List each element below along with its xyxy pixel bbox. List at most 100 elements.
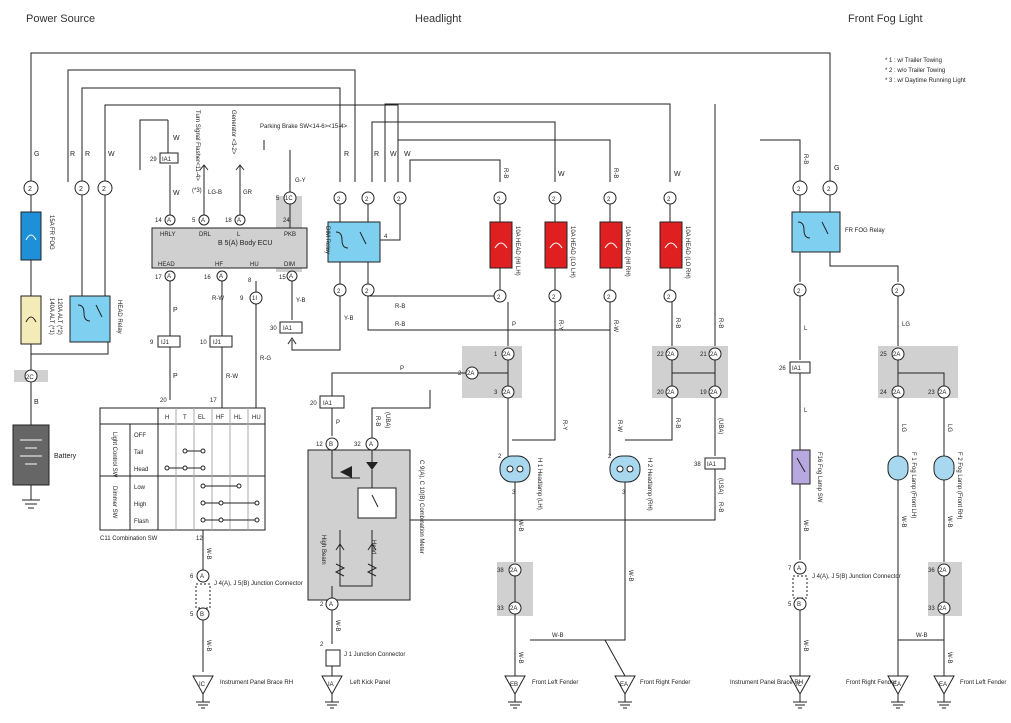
svg-text:A: A [369, 442, 373, 448]
svg-text:W-B: W-B [627, 570, 633, 582]
svg-text:15: 15 [279, 275, 286, 281]
svg-text:R: R [344, 151, 349, 158]
combination-meter: IA1 20 P B 12 A 32 R-B (UBA) C 9(A), C 1… [307, 390, 431, 709]
svg-text:R-B: R-B [374, 416, 380, 426]
svg-text:Instrument Panel Brace RH: Instrument Panel Brace RH [220, 680, 293, 686]
svg-text:HF: HF [215, 262, 223, 268]
svg-text:IA1: IA1 [707, 462, 717, 468]
svg-text:Front Right Fender: Front Right Fender [846, 680, 896, 686]
svg-text:2: 2 [607, 197, 611, 203]
svg-text:1: 1 [494, 352, 498, 358]
svg-text:R-W: R-W [616, 420, 622, 432]
svg-text:2A: 2A [893, 390, 900, 396]
svg-text:HEAD: HEAD [158, 262, 175, 268]
svg-text:L: L [804, 408, 808, 414]
svg-text:36: 36 [928, 568, 935, 574]
svg-text:R-B: R-B [502, 168, 508, 178]
svg-text:5: 5 [276, 196, 280, 202]
svg-text:J 4(A), J 5(B) Junction Connec: J 4(A), J 5(B) Junction Connector [812, 574, 901, 580]
svg-text:17: 17 [155, 275, 162, 281]
svg-text:GR: GR [243, 190, 253, 196]
svg-text:R-B: R-B [612, 168, 618, 178]
svg-text:DIM: DIM [284, 262, 295, 268]
svg-text:R-Y: R-Y [557, 320, 563, 330]
svg-text:W: W [404, 151, 411, 158]
svg-text:10A HEAD (HI LH): 10A HEAD (HI LH) [514, 226, 520, 276]
svg-text:L: L [804, 326, 808, 332]
svg-text:20: 20 [310, 401, 317, 407]
svg-text:IA1: IA1 [323, 401, 333, 407]
svg-text:P: P [173, 307, 178, 314]
svg-text:IA1: IA1 [792, 366, 802, 372]
svg-text:F 1 Fog Lamp (Front LH): F 1 Fog Lamp (Front LH) [910, 452, 916, 518]
svg-text:17: 17 [210, 398, 217, 404]
svg-text:29: 29 [150, 157, 157, 163]
svg-text:W-B: W-B [802, 520, 808, 532]
note-1: * 1 : w/ Trailer Towing [885, 58, 942, 64]
svg-text:EB: EB [510, 682, 518, 688]
svg-text:3: 3 [494, 390, 498, 396]
note-3: * 3 : w/ Daytime Running Light [885, 78, 966, 84]
svg-text:High Beam: High Beam [320, 535, 326, 565]
svg-text:2: 2 [497, 197, 501, 203]
svg-text:2: 2 [797, 289, 801, 295]
dim-relay-block: 2 2 2 R R W W DIM Relay 4 2 2 R-B R-B [324, 151, 610, 350]
svg-text:12: 12 [316, 442, 323, 448]
svg-text:120A ALT (*2): 120A ALT (*2) [56, 298, 62, 335]
svg-text:2A: 2A [503, 390, 510, 396]
svg-text:5: 5 [788, 602, 792, 608]
svg-text:LG: LG [900, 424, 906, 432]
svg-text:20: 20 [657, 390, 664, 396]
svg-text:2A: 2A [467, 371, 474, 377]
svg-text:2A: 2A [667, 352, 674, 358]
svg-text:W: W [558, 171, 565, 178]
section-front-fog-light: Front Fog Light [848, 13, 923, 25]
svg-text:W-B: W-B [946, 652, 952, 664]
svg-text:10: 10 [200, 340, 207, 346]
svg-text:Front Right Fender: Front Right Fender [640, 680, 690, 686]
svg-text:2: 2 [827, 187, 831, 193]
svg-text:W: W [173, 135, 180, 142]
dim-relay-label: DIM Relay [324, 226, 330, 254]
svg-text:2A: 2A [893, 352, 900, 358]
svg-text:2: 2 [895, 289, 899, 295]
svg-text:R-B: R-B [674, 418, 680, 428]
battery-label: Battery [54, 453, 77, 460]
section-power-source: Power Source [26, 13, 95, 25]
svg-text:2: 2 [79, 186, 83, 193]
svg-text:Light Control SW: Light Control SW [111, 432, 117, 478]
svg-text:A: A [797, 566, 801, 572]
alt-fuse [20, 295, 42, 345]
svg-text:LG: LG [946, 424, 952, 432]
svg-text:W-B: W-B [205, 548, 211, 560]
svg-text:2: 2 [397, 197, 401, 203]
svg-text:2: 2 [667, 295, 671, 301]
svg-text:18: 18 [225, 218, 232, 224]
svg-text:R-G: R-G [260, 356, 271, 362]
svg-text:2A: 2A [667, 390, 674, 396]
svg-text:W-B: W-B [552, 633, 564, 639]
dim-relay [327, 221, 381, 263]
svg-text:5: 5 [192, 218, 196, 224]
svg-text:38: 38 [497, 568, 504, 574]
fuse-head-hi-lh: 2 R-B 10A HEAD (HI LH) 2 [489, 168, 520, 303]
svg-text:(*3): (*3) [192, 188, 202, 194]
svg-text:IA1: IA1 [162, 157, 172, 163]
svg-text:6: 6 [190, 574, 194, 580]
battery [12, 424, 50, 486]
svg-text:30: 30 [270, 326, 277, 332]
svg-text:24: 24 [283, 218, 290, 224]
svg-text:19: 19 [700, 390, 707, 396]
svg-text:B: B [329, 442, 333, 448]
svg-text:12: 12 [196, 536, 203, 542]
svg-text:21: 21 [700, 352, 707, 358]
svg-text:IC: IC [796, 682, 803, 688]
svg-text:1I: 1I [252, 296, 257, 302]
svg-text:A: A [237, 218, 241, 224]
svg-text:2: 2 [337, 289, 341, 295]
svg-text:2C: 2C [26, 375, 34, 381]
svg-text:22: 22 [657, 352, 664, 358]
svg-text:2A: 2A [939, 568, 946, 574]
svg-text:HF: HF [216, 415, 224, 421]
svg-text:P: P [400, 366, 404, 372]
